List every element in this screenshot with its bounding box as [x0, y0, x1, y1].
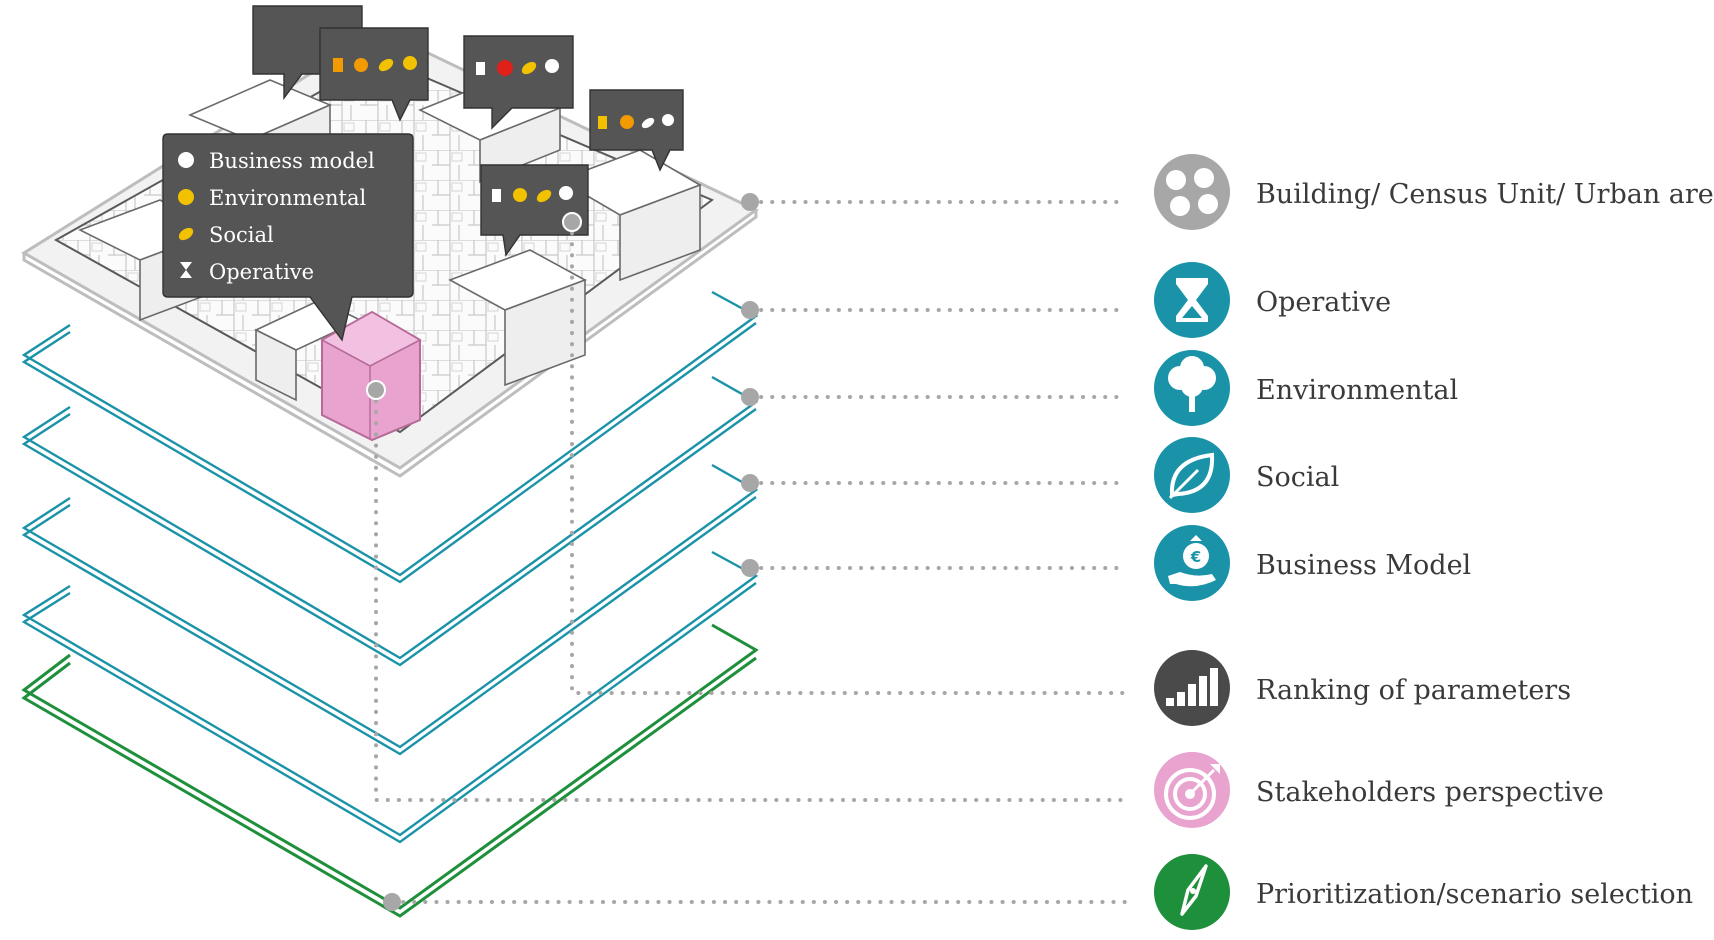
leaf-icon — [641, 117, 655, 129]
bubble-criteria-legend: Business model Environmental Social Oper… — [162, 133, 414, 342]
tree-icon — [1154, 350, 1230, 426]
leaf-icon — [178, 227, 194, 241]
hourglass-icon — [476, 62, 485, 75]
bubble-small-2 — [319, 27, 429, 122]
tree-icon — [178, 189, 194, 205]
layer-environmental — [21, 375, 759, 667]
connector-nodes — [366, 193, 759, 911]
hourglass-icon — [1154, 262, 1230, 338]
money-bag-hand-icon — [178, 152, 194, 168]
building-cluster-icon — [1154, 154, 1230, 230]
leaf-icon — [378, 58, 394, 72]
hourglass-icon — [598, 116, 607, 129]
bubble-label-environmental: Environmental — [209, 186, 366, 210]
layer-prioritization — [21, 623, 759, 918]
legend-label-business: Business Model — [1256, 550, 1471, 581]
bubble-label-social: Social — [209, 223, 274, 247]
legend-label-operative: Operative — [1256, 287, 1391, 318]
bar-ranking-icon — [1154, 650, 1230, 726]
tree-icon — [354, 58, 368, 72]
legend-label-environmental: Environmental — [1256, 375, 1458, 406]
highlighted-building[interactable] — [320, 310, 422, 442]
leaf-icon — [536, 189, 552, 203]
tree-icon — [513, 188, 527, 202]
hourglass-icon — [333, 58, 343, 72]
bubble-label-business: Business model — [209, 149, 375, 173]
svg-text:€: € — [1190, 548, 1201, 566]
legend-item-stakeholders: Stakeholders perspective — [1154, 752, 1604, 828]
legend-label-social: Social — [1256, 462, 1339, 493]
bubble-small-3 — [463, 35, 574, 130]
legend-label-ranking: Ranking of parameters — [1256, 675, 1571, 706]
hourglass-icon — [492, 189, 501, 202]
legend-label-prioritization: Prioritization/scenario selection — [1256, 879, 1693, 910]
money-bag-hand-icon — [403, 56, 417, 70]
leaf-icon — [1154, 437, 1230, 513]
legend-label-stakeholders: Stakeholders perspective — [1256, 777, 1604, 808]
legend-label-building: Building/ Census Unit/ Urban area — [1256, 179, 1714, 210]
money-bag-hand-icon — [662, 114, 674, 126]
bubble-label-operative: Operative — [209, 260, 314, 284]
legend-item-prioritization: Prioritization/scenario selection — [1154, 854, 1693, 930]
bubble-small-4 — [589, 89, 684, 172]
legend-item-operative: Operative — [1154, 262, 1391, 338]
bubble-small-5 — [480, 164, 589, 257]
hourglass-icon — [180, 262, 192, 278]
tree-icon — [620, 115, 634, 129]
legend-item-environmental: Environmental — [1154, 350, 1458, 426]
legend-item-building: Building/ Census Unit/ Urban area — [1154, 154, 1714, 230]
legend-item-business: € Business Model — [1154, 525, 1471, 601]
compass-icon — [1154, 854, 1230, 930]
leaf-icon — [521, 61, 537, 75]
tree-icon — [497, 60, 513, 76]
legend-item-social: Social — [1154, 437, 1339, 513]
money-bag-hand-icon: € — [1154, 525, 1230, 601]
target-arrow-icon — [1154, 752, 1230, 828]
layer-business — [21, 550, 759, 844]
money-bag-hand-icon — [559, 186, 573, 200]
money-bag-hand-icon — [545, 59, 559, 73]
connectors — [374, 200, 1127, 904]
legend-item-ranking: Ranking of parameters — [1154, 650, 1571, 726]
